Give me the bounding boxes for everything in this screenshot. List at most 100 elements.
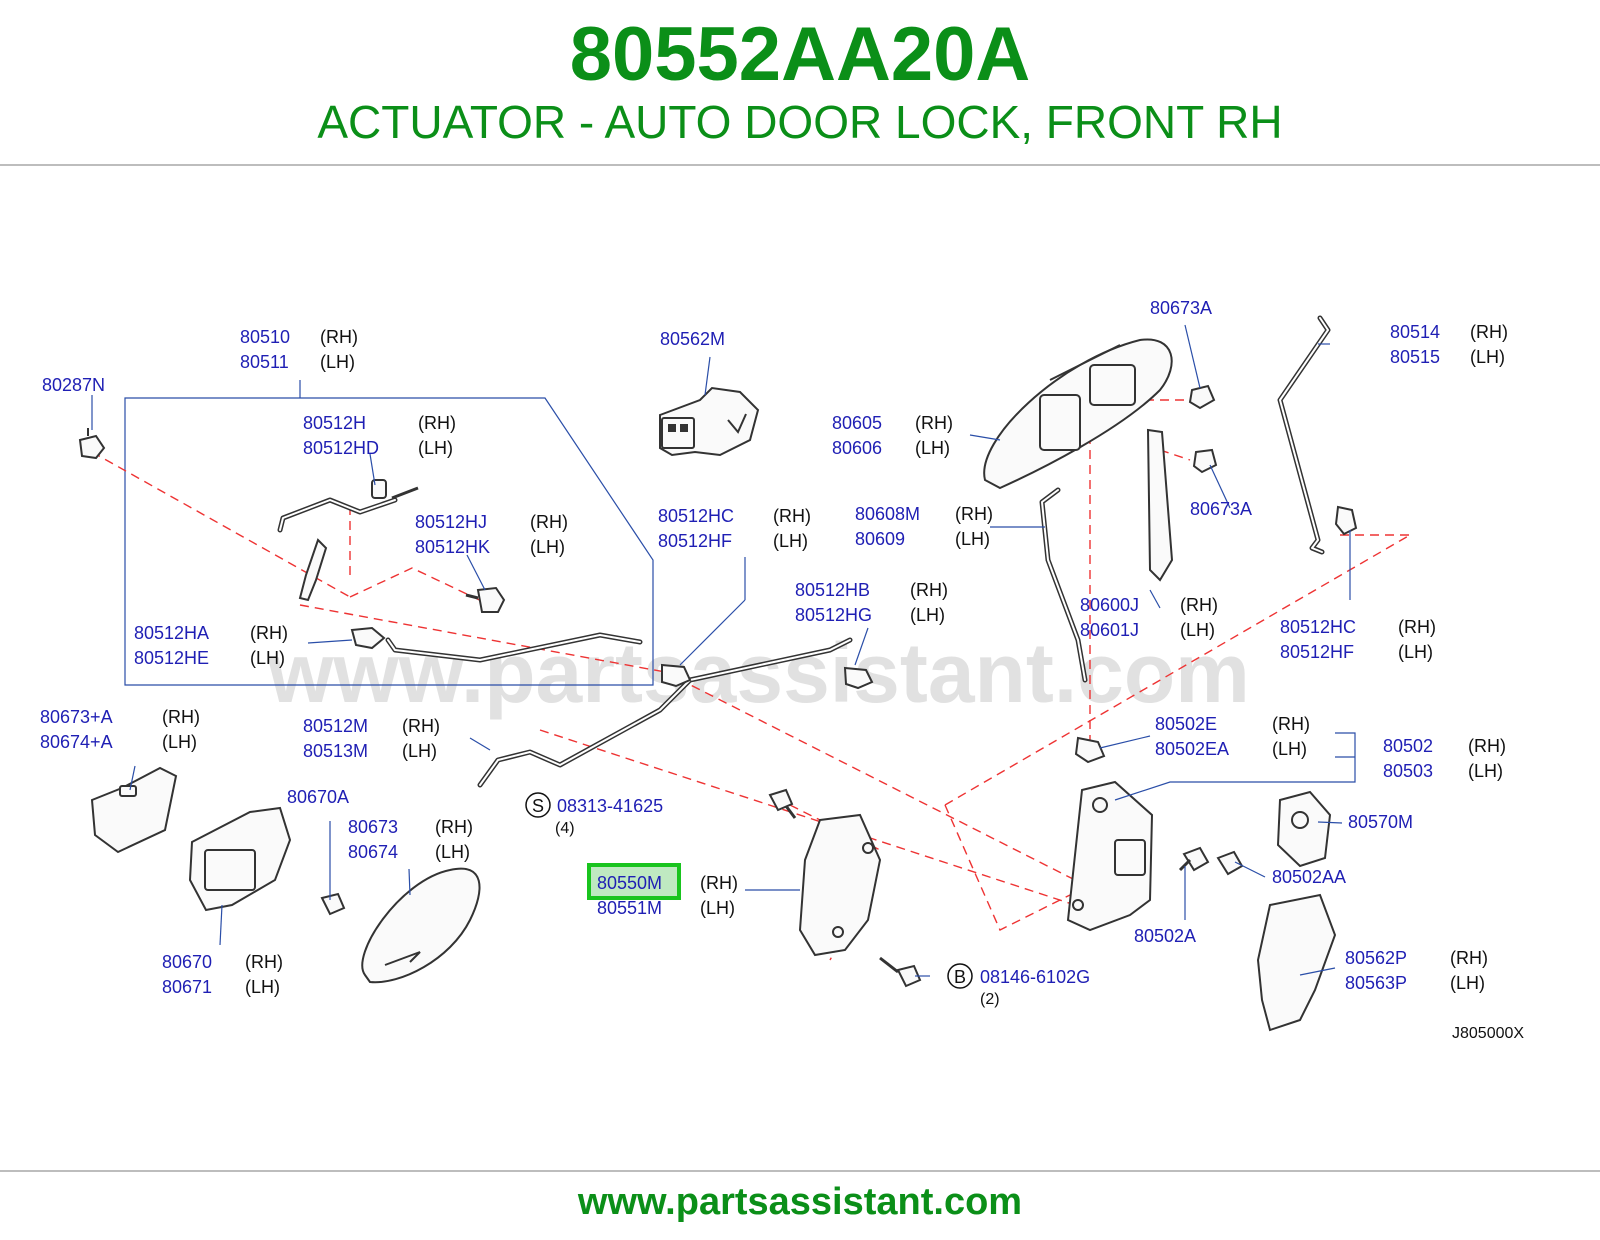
label-80512hc-b[interactable]: 80512HC — [1280, 617, 1356, 637]
label-80562p-rh: (RH) — [1450, 948, 1488, 968]
label-80511-lh: (LH) — [320, 352, 355, 372]
label-80673a-mid[interactable]: 80673A — [1190, 499, 1252, 519]
label-80511[interactable]: 80511 — [240, 352, 289, 372]
label-80287n[interactable]: 80287N — [42, 375, 105, 395]
clip-80512hc-part — [661, 663, 692, 688]
label-80512hd-lh: (LH) — [418, 438, 453, 458]
highlight-box-80550m — [587, 863, 681, 900]
label-80502a[interactable]: 80502A — [1134, 926, 1196, 946]
screw-80502aa-part — [1216, 850, 1244, 876]
label-80503-lh: (LH) — [1468, 761, 1503, 781]
label-80670[interactable]: 80670 — [162, 952, 212, 972]
qty-08313-41625: (4) — [555, 820, 575, 837]
label-80605[interactable]: 80605 — [832, 413, 882, 433]
part-description: ACTUATOR - AUTO DOOR LOCK, FRONT RH — [317, 96, 1283, 148]
footer-website[interactable]: www.partsassistant.com — [577, 1181, 1023, 1223]
label-80502e[interactable]: 80502E — [1155, 714, 1217, 734]
rod-80512h-part — [277, 479, 419, 533]
protector-80562p-part — [1256, 893, 1337, 1032]
label-80512ha[interactable]: 80512HA — [134, 623, 209, 643]
label-80512hd[interactable]: 80512HD — [303, 438, 379, 458]
label-80673a-plus-rh: (RH) — [162, 707, 200, 727]
footer-divider — [0, 1170, 1600, 1172]
label-80563p[interactable]: 80563P — [1345, 973, 1407, 993]
label-80562p[interactable]: 80562P — [1345, 948, 1407, 968]
label-08313-41625[interactable]: 08313-41625 — [557, 796, 663, 816]
screw-80673a-part — [1188, 384, 1218, 474]
label-80502aa[interactable]: 80502AA — [1272, 867, 1346, 887]
label-80515[interactable]: 80515 — [1390, 347, 1440, 367]
clip-80512hj-part — [465, 586, 506, 613]
label-80600j[interactable]: 80600J — [1080, 595, 1139, 615]
label-80513m-lh: (LH) — [402, 741, 437, 761]
label-80512m-rh: (RH) — [402, 716, 440, 736]
symbol-s-circle — [525, 792, 551, 818]
label-80502[interactable]: 80502 — [1383, 736, 1433, 756]
label-80551m[interactable]: 80551M — [597, 898, 662, 918]
label-80512hf-a[interactable]: 80512HF — [658, 531, 732, 551]
label-80513m[interactable]: 80513M — [303, 741, 368, 761]
label-80503[interactable]: 80503 — [1383, 761, 1433, 781]
label-80605-rh: (RH) — [915, 413, 953, 433]
label-80502ea-lh: (LH) — [1272, 739, 1307, 759]
label-80673-rh: (RH) — [435, 817, 473, 837]
label-80674[interactable]: 80674 — [348, 842, 398, 862]
actuator-80550m-part — [798, 813, 882, 957]
label-80512hk[interactable]: 80512HK — [415, 537, 490, 557]
label-80512hf-a-lh: (LH) — [773, 531, 808, 551]
connector-80562m-part — [659, 386, 760, 457]
label-80512he[interactable]: 80512HE — [134, 648, 209, 668]
label-80671[interactable]: 80671 — [162, 977, 212, 997]
label-80512hf-b[interactable]: 80512HF — [1280, 642, 1354, 662]
label-80510[interactable]: 80510 — [240, 327, 290, 347]
label-80512hb-rh: (RH) — [910, 580, 948, 600]
inside-handle-80670-part — [188, 806, 292, 912]
bolt-80502a-part — [1178, 846, 1210, 872]
bracket-80600j-part — [1146, 428, 1174, 582]
label-80673a-top[interactable]: 80673A — [1150, 298, 1212, 318]
label-80562m[interactable]: 80562M — [660, 329, 725, 349]
label-80512hj-rh: (RH) — [530, 512, 568, 532]
watermark: www.partsassistant.com — [267, 626, 1250, 720]
label-80608m[interactable]: 80608M — [855, 504, 920, 524]
label-80512hc-a-rh: (RH) — [773, 506, 811, 526]
label-80550m-rh: (RH) — [700, 873, 738, 893]
header-divider — [0, 164, 1600, 166]
label-80512hc-a[interactable]: 80512HC — [658, 506, 734, 526]
label-80674-lh: (LH) — [435, 842, 470, 862]
label-80512hj[interactable]: 80512HJ — [415, 512, 487, 532]
label-80670a[interactable]: 80670A — [287, 787, 349, 807]
label-80673[interactable]: 80673 — [348, 817, 398, 837]
label-80609[interactable]: 80609 — [855, 529, 905, 549]
label-80512h-rh: (RH) — [418, 413, 456, 433]
rod-80608m-part — [1039, 487, 1088, 683]
label-80606[interactable]: 80606 — [832, 438, 882, 458]
label-80674a-plus[interactable]: 80674+A — [40, 732, 113, 752]
label-80674a-plus-lh: (LH) — [162, 732, 197, 752]
label-80551m-lh: (LH) — [700, 898, 735, 918]
label-80608m-rh: (RH) — [955, 504, 993, 524]
label-80512hf-b-lh: (LH) — [1398, 642, 1433, 662]
label-80600j-rh: (RH) — [1180, 595, 1218, 615]
bolt-08313-part — [768, 788, 797, 819]
label-80512m[interactable]: 80512M — [303, 716, 368, 736]
label-80673a-plus[interactable]: 80673+A — [40, 707, 113, 727]
label-08146-6102g[interactable]: 08146-6102G — [980, 967, 1090, 987]
page-title: 80552AA20A — [569, 12, 1031, 97]
qty-08146-6102g: (2) — [980, 991, 1000, 1008]
label-80512hb[interactable]: 80512HB — [795, 580, 870, 600]
label-80512hk-lh: (LH) — [530, 537, 565, 557]
bracket-80512ha-part — [298, 538, 386, 650]
rod-80514-part — [1277, 315, 1358, 555]
label-80550m[interactable]: 80550M — [597, 873, 662, 893]
label-80502ea[interactable]: 80502EA — [1155, 739, 1229, 759]
label-80601j[interactable]: 80601J — [1080, 620, 1139, 640]
parts-diagram: www.partsassistant.com — [40, 298, 1524, 1042]
label-80570m[interactable]: 80570M — [1348, 812, 1413, 832]
label-80512hg[interactable]: 80512HG — [795, 605, 872, 625]
label-80512hc-b-rh: (RH) — [1398, 617, 1436, 637]
rod-80512m-part — [385, 632, 853, 788]
label-80514-rh: (RH) — [1470, 322, 1508, 342]
label-80514[interactable]: 80514 — [1390, 322, 1440, 342]
label-80512h[interactable]: 80512H — [303, 413, 366, 433]
